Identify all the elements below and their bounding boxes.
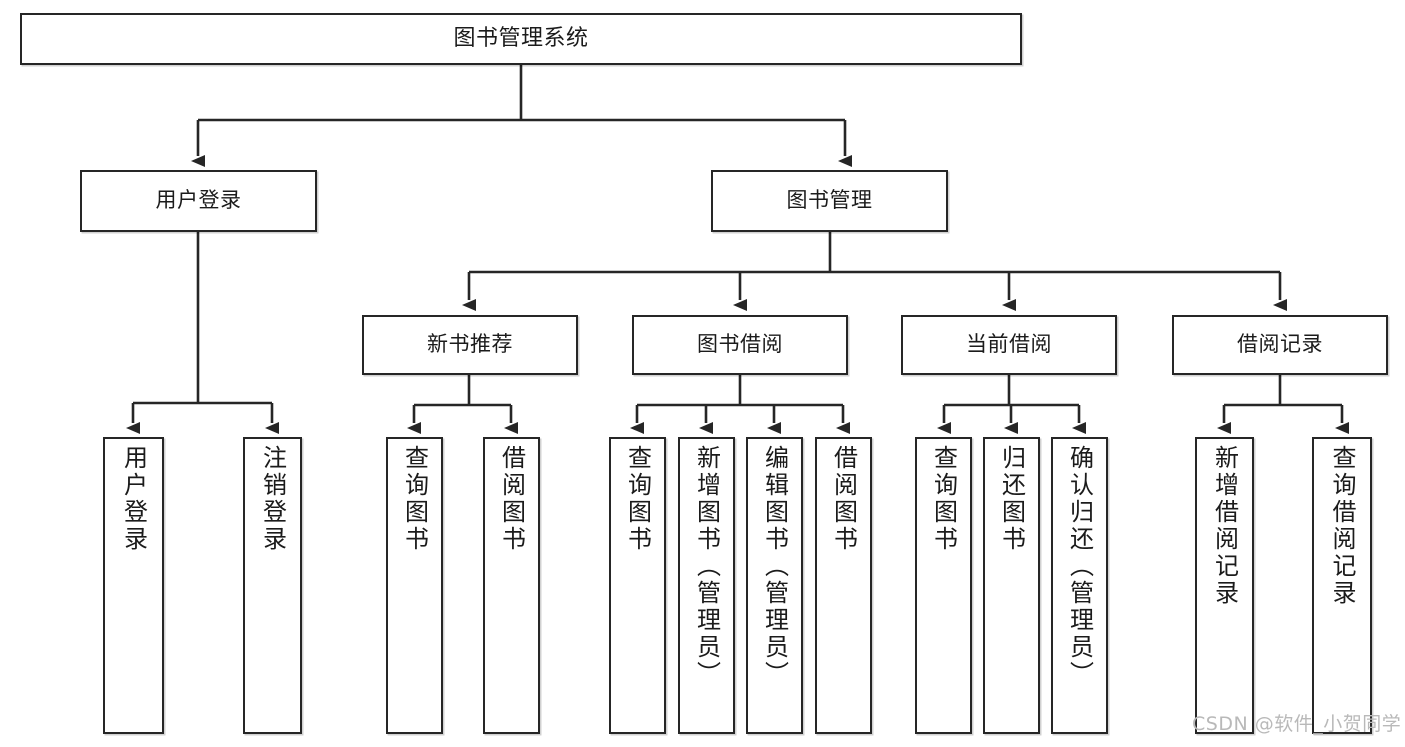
leaf-user-login[interactable]: 用户登录 — [103, 437, 164, 734]
node-book-management[interactable]: 图书管理 — [711, 170, 948, 232]
node-label: 新增借阅记录 — [1210, 445, 1239, 607]
node-label: 图书借阅 — [697, 332, 783, 357]
node-label: 归还图书 — [997, 445, 1026, 553]
leaf-query-borrow-record[interactable]: 查询借阅记录 — [1312, 437, 1372, 734]
node-label: 借阅记录 — [1237, 332, 1323, 357]
leaf-edit-book-admin[interactable]: 编辑图书（管理员） — [746, 437, 803, 734]
leaf-query-book-recommend[interactable]: 查询图书 — [386, 437, 443, 734]
leaf-logout[interactable]: 注销登录 — [243, 437, 302, 734]
node-borrow-record[interactable]: 借阅记录 — [1172, 315, 1388, 375]
leaf-borrow-book[interactable]: 借阅图书 — [815, 437, 872, 734]
node-label: 查询图书 — [623, 445, 652, 553]
leaf-add-book-admin[interactable]: 新增图书（管理员） — [678, 437, 735, 734]
node-book-borrow[interactable]: 图书借阅 — [632, 315, 848, 375]
node-label: 当前借阅 — [966, 332, 1052, 357]
node-label: 查询图书 — [929, 445, 958, 553]
node-label: 编辑图书（管理员） — [760, 445, 789, 688]
node-label: 借阅图书 — [829, 445, 858, 553]
node-label: 图书管理系统 — [453, 25, 589, 51]
node-label: 注销登录 — [258, 445, 287, 553]
node-label: 图书管理 — [786, 188, 873, 213]
csdn-watermark: CSDN @软件_小贺同学 — [1192, 713, 1402, 735]
leaf-borrow-book-recommend[interactable]: 借阅图书 — [483, 437, 540, 734]
leaf-return-book[interactable]: 归还图书 — [983, 437, 1040, 734]
node-new-book-recommend[interactable]: 新书推荐 — [362, 315, 578, 375]
node-label: 用户登录 — [119, 445, 148, 553]
leaf-query-book-current[interactable]: 查询图书 — [915, 437, 972, 734]
node-label: 新书推荐 — [427, 332, 513, 357]
node-label: 用户登录 — [155, 188, 242, 213]
leaf-confirm-return-admin[interactable]: 确认归还（管理员） — [1051, 437, 1108, 734]
leaf-query-book-borrow[interactable]: 查询图书 — [609, 437, 666, 734]
node-label: 确认归还（管理员） — [1065, 445, 1094, 688]
leaf-add-borrow-record[interactable]: 新增借阅记录 — [1195, 437, 1254, 734]
node-label: 借阅图书 — [497, 445, 526, 553]
node-label: 查询借阅记录 — [1328, 445, 1356, 607]
node-user-login[interactable]: 用户登录 — [80, 170, 317, 232]
node-label: 查询图书 — [400, 445, 429, 553]
node-label: 新增图书（管理员） — [692, 445, 721, 688]
node-current-borrow[interactable]: 当前借阅 — [901, 315, 1117, 375]
node-root-system[interactable]: 图书管理系统 — [20, 13, 1022, 65]
